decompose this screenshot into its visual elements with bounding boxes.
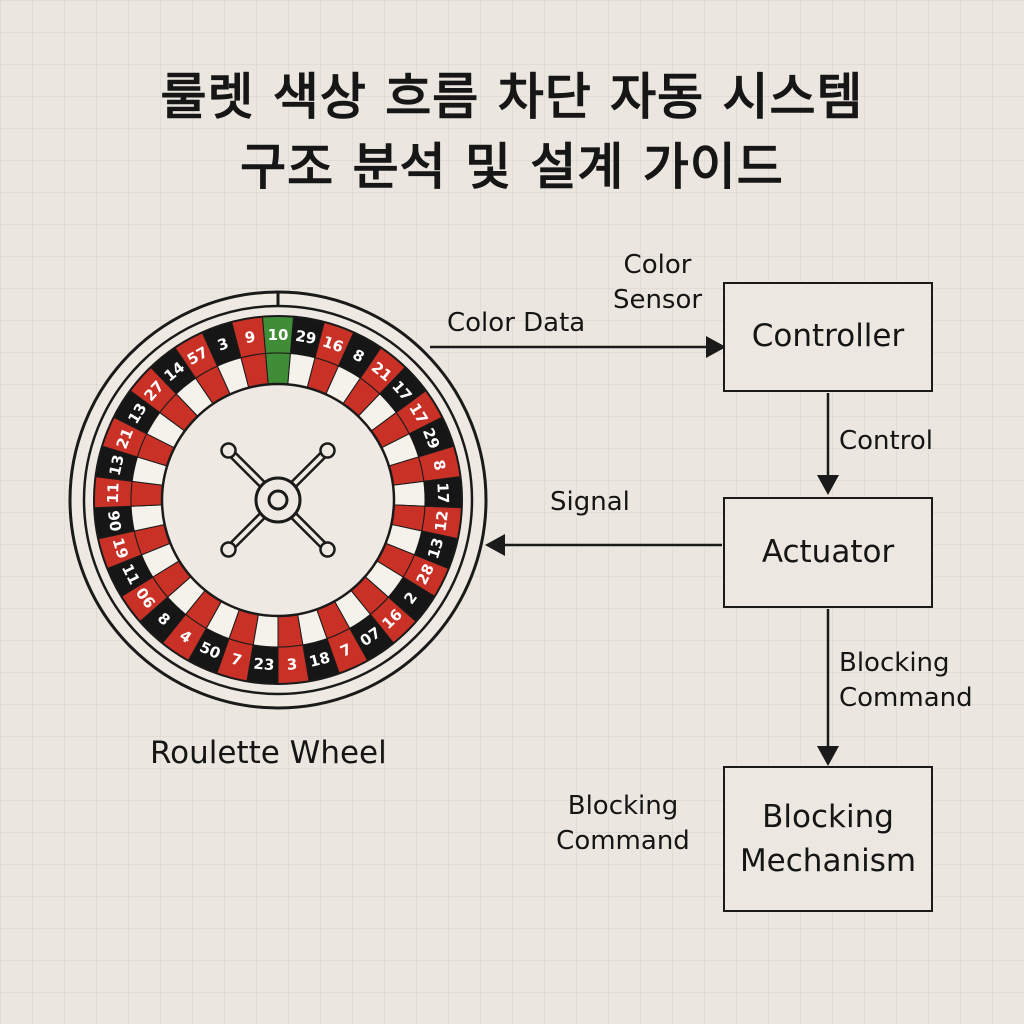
wheel-pocket-number: 7 [229,650,244,670]
wheel-pocket-number: 23 [253,655,275,675]
color-data-label: Color Data [447,308,586,338]
controller-label: Controller [751,318,905,355]
wheel-pocket-number: 13 [106,453,128,477]
wheel-pocket-number: 19 [109,536,132,561]
wheel-pocket-border [93,315,463,685]
signal-label: Signal [550,487,630,517]
spindle-knob [319,442,336,459]
control-arrowhead [817,475,839,495]
control-label: Control [839,426,933,456]
spindle-center [267,489,289,511]
wheel-pocket-number: 12 [431,509,452,532]
wheel-pocket-number: 17 [433,482,452,504]
spindle-knob [220,541,237,558]
blocking-command-right-label: Blocking Command [839,648,973,714]
color-data-arrowhead [706,336,726,358]
signal-arrowhead [485,534,505,556]
page-subtitle: 구조 분석 및 설계 가이드 [240,138,784,196]
wheel-pocket-number: 90 [104,509,125,532]
wheel-pocket-number: 11 [104,482,123,504]
blocking-command-left-label: Blocking Command [556,791,690,857]
wheel-pocket-number: 9 [243,328,256,348]
wheel-inner-segment [264,352,292,385]
actuator-label: Actuator [761,533,895,570]
controller-box: Controller [723,282,933,392]
wheel-pocket-number: 8 [429,458,449,472]
roulette-wheel-label: Roulette Wheel [150,735,387,771]
actuator-box: Actuator [723,497,933,608]
spindle-knob [220,442,237,459]
spindle-knob [319,541,336,558]
wheel-pocket-number: 13 [424,536,447,561]
wheel-pocket-number: 16 [320,332,346,356]
wheel-pocket-number: 10 [268,326,289,344]
blocking-mechanism-box: Blocking Mechanism [723,766,933,912]
blocking-command-arrowhead [817,746,839,766]
wheel-pocket-number: 29 [294,327,318,348]
wheel-pocket-number: 18 [307,648,332,671]
wheel-pocket-number: 3 [286,655,298,674]
wheel-inner-segment [392,480,426,507]
color-sensor-label: Color Sensor [612,250,703,316]
blocking-mechanism-label: Blocking Mechanism [739,798,917,879]
page-title: 룰렛 색상 흐름 차단 자동 시스템 [160,68,864,126]
